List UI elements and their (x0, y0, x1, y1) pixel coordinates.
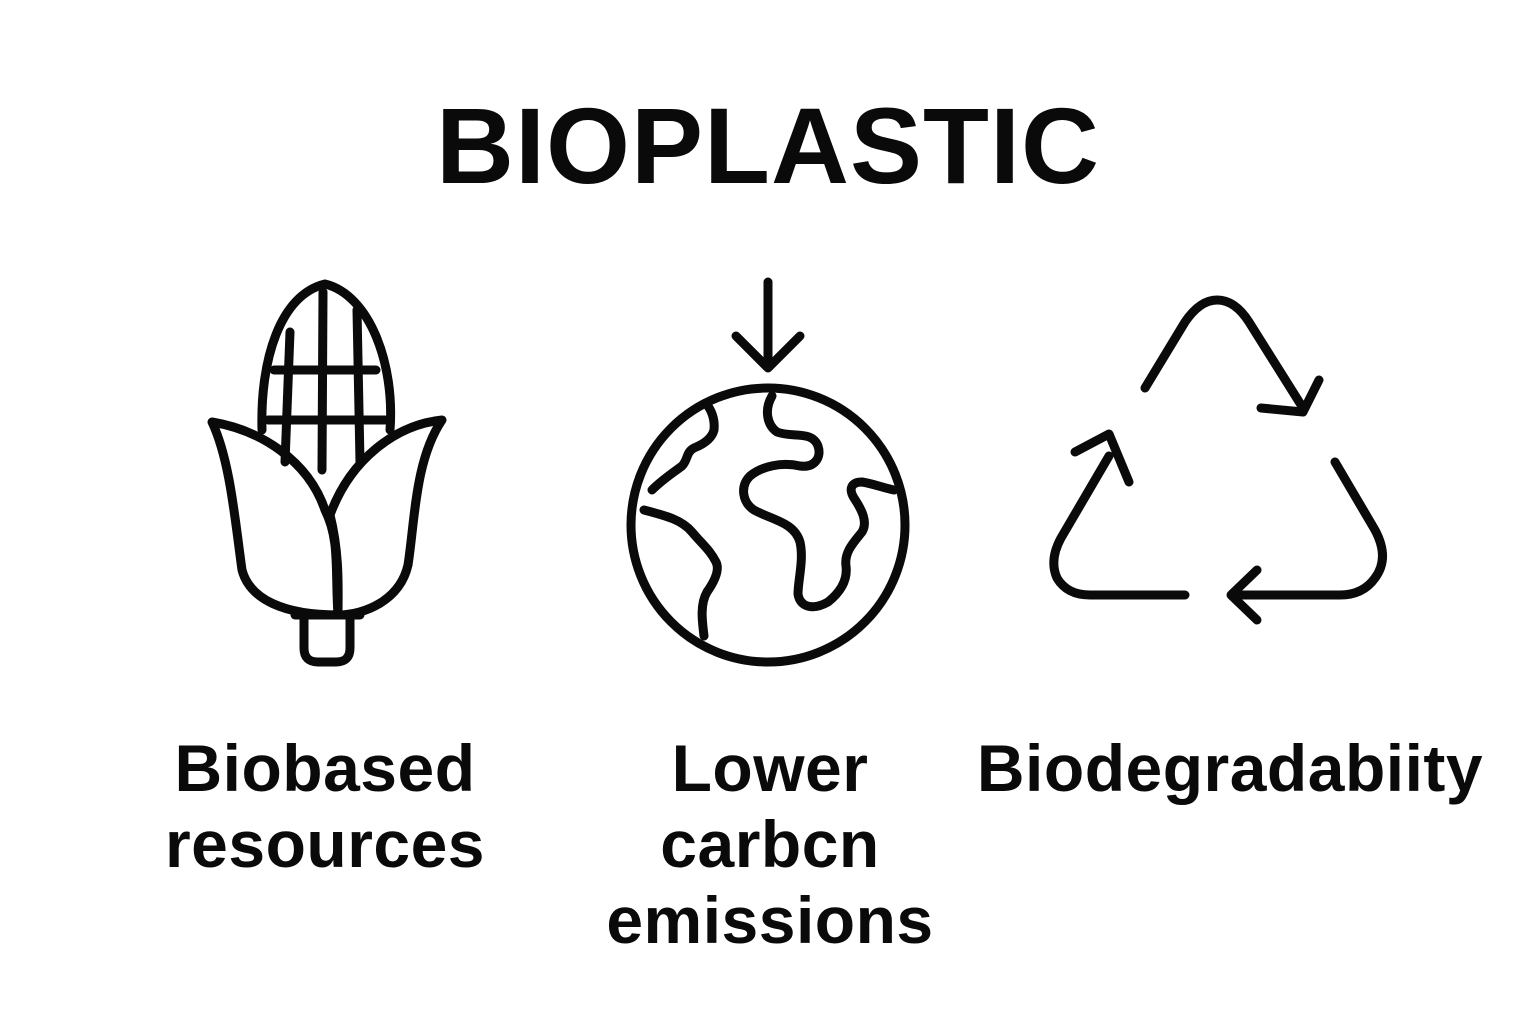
globe-down-arrow-icon (622, 270, 922, 680)
recycle-icon (1045, 290, 1395, 630)
feature-label-biodegradability: Biodegradabiity (930, 730, 1530, 806)
feature-label-line: Biobased (174, 731, 476, 805)
feature-label-line: Lower (671, 731, 869, 805)
feature-label-line: emissions (606, 883, 934, 957)
corn-icon (190, 270, 460, 670)
feature-label-biobased: Biobased resources (120, 730, 530, 882)
feature-label-line: Biodegradabiity (976, 731, 1484, 805)
feature-label-line: carbcn (660, 807, 880, 881)
page-title: BIOPLASTIC (435, 85, 1100, 206)
feature-label-carbon: Lower carbcn emissions (570, 730, 970, 958)
feature-label-line: resources (164, 807, 486, 881)
